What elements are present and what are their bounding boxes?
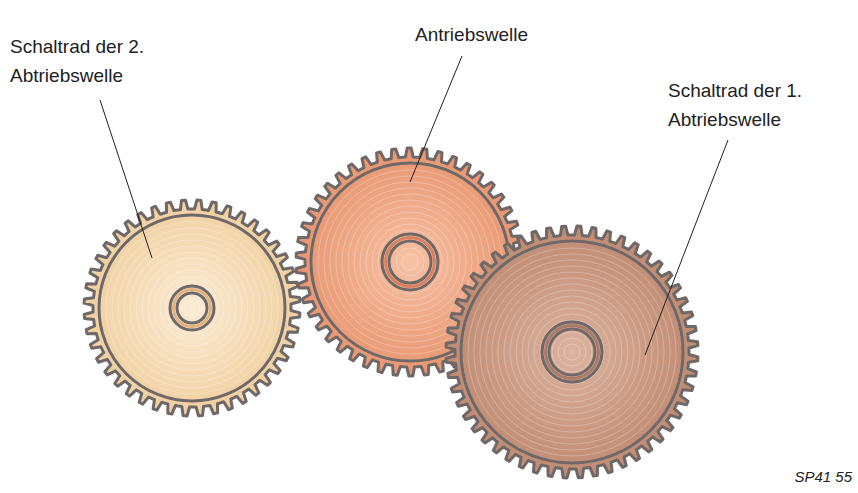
bore-ring [177,293,207,323]
figure-number: SP41 55 [760,462,852,491]
texture-ring [184,300,200,316]
hub-ring [542,322,602,382]
texture-ring [148,264,236,352]
texture-ring [100,216,284,400]
texture-ring [534,314,610,390]
leader-line [645,140,728,355]
texture-ring [154,270,230,346]
texture-ring [354,206,466,318]
gear-group [84,148,698,478]
texture-ring [468,248,676,456]
hub-fill-ring [546,326,599,379]
texture-ring [522,302,622,402]
texture-ring [558,338,586,366]
texture-ring [462,242,682,462]
texture-ring [498,278,646,426]
texture-ring [510,290,634,414]
texture-ring [342,194,478,330]
texture-ring [142,258,242,358]
texture-ring [178,294,206,322]
leader-lines [100,56,728,355]
gear [84,200,300,416]
texture-ring [528,308,616,396]
texture-ring [372,224,448,300]
texture-ring [492,272,652,432]
rim-ring [99,215,285,401]
bore-ring [389,241,431,283]
texture-ring [384,236,436,288]
bore-ring [549,329,595,375]
leader-line [100,100,152,258]
hub-fill-ring [386,238,435,287]
texture-ring [160,276,224,340]
texture-ring [118,234,266,382]
texture-ring [552,332,592,372]
texture-ring [480,260,664,444]
texture-ring [390,242,430,282]
texture-ring [166,282,218,334]
rim-ring [461,241,683,463]
texture-ring [402,254,418,270]
texture-ring [348,200,472,324]
texture-ring [486,266,658,438]
gear-teeth [84,200,300,416]
hub-fill-ring [174,290,211,327]
part-label: Schaltrad der 1. Abtriebswelle [668,76,848,134]
texture-ring [106,222,278,394]
texture-ring [112,228,272,388]
texture-ring [540,320,604,384]
texture-ring [130,246,254,370]
texture-ring [366,218,454,306]
gear-teeth [446,226,698,478]
texture-ring [516,296,628,408]
hub-ring [170,286,214,330]
texture-ring [546,326,598,378]
texture-ring [564,344,580,360]
part-label: Schaltrad der 2. Abtriebswelle [10,32,160,90]
part-label: Antriebswelle [415,20,615,49]
texture-ring [360,212,460,312]
texture-ring [124,240,260,376]
gear [446,226,698,478]
texture-ring [136,252,248,364]
leader-line [410,56,462,182]
texture-ring [504,284,640,420]
hub-ring [382,234,438,290]
texture-ring [378,230,442,294]
texture-ring [474,254,670,450]
texture-ring [396,248,424,276]
texture-ring [172,288,212,328]
